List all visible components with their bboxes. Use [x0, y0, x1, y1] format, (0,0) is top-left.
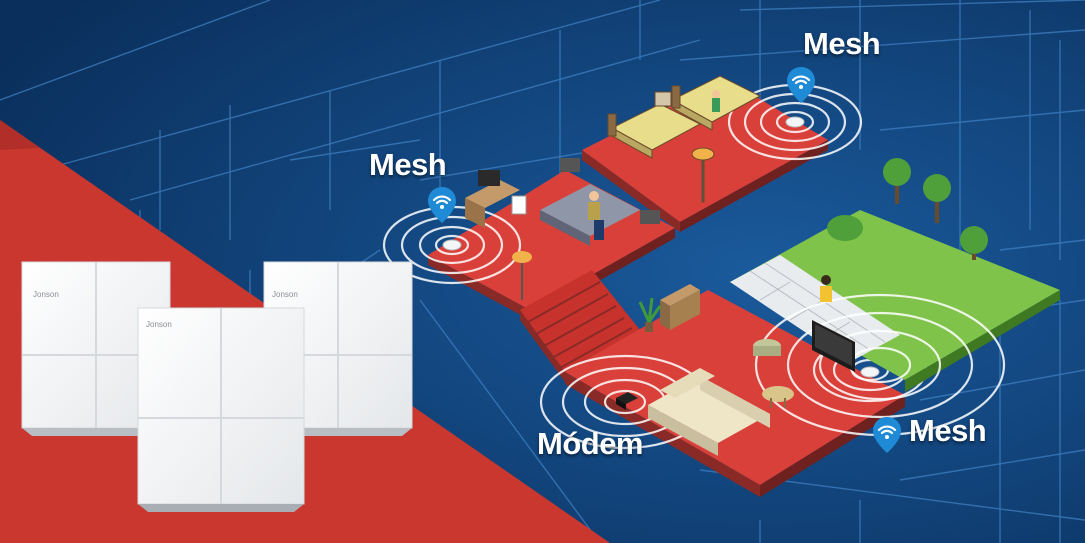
tv — [812, 320, 855, 372]
mesh-unit-front — [137, 307, 305, 512]
sofa — [648, 368, 770, 456]
mesh-label-right: Mesh — [909, 413, 987, 448]
coffee-table — [762, 386, 794, 408]
mesh-unit-left — [21, 261, 171, 436]
modem-label: Módem — [537, 426, 644, 461]
wifi-pin-icon — [428, 187, 456, 223]
wifi-pin-icon — [873, 417, 901, 453]
mesh-label-left: Mesh — [369, 147, 447, 182]
mesh-label-top: Mesh — [803, 26, 881, 61]
modem-device — [616, 392, 638, 410]
person-top — [712, 90, 720, 112]
plant — [638, 297, 662, 332]
wifi-pin-icon — [787, 67, 815, 103]
person-garden — [820, 275, 832, 302]
dresser — [660, 284, 700, 330]
bed-left — [540, 158, 660, 246]
office-desk — [465, 170, 527, 228]
brand-mark-left: Jonson — [33, 290, 59, 299]
brand-mark-front: Jonson — [146, 320, 172, 329]
mesh-nodes — [442, 116, 880, 378]
trees — [827, 158, 988, 260]
garden-floor — [730, 158, 1060, 437]
ottoman — [753, 339, 781, 356]
brand-mark-right: Jonson — [272, 290, 298, 299]
floor-lamp-left — [512, 251, 532, 300]
